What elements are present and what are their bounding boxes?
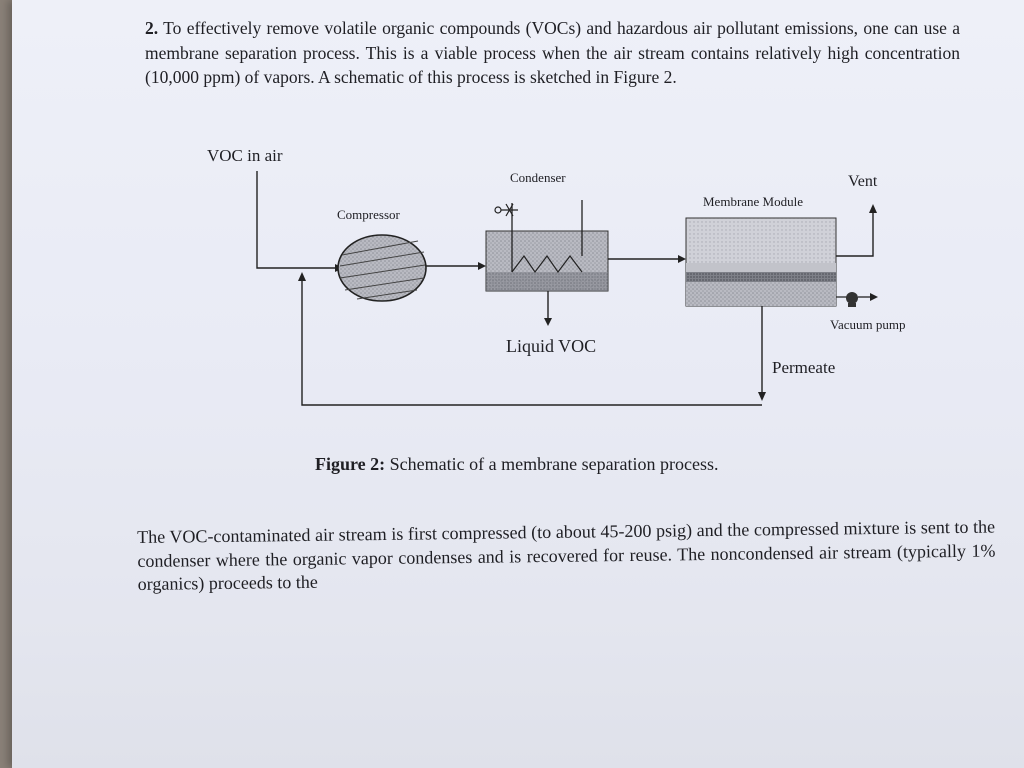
recycle-line — [301, 281, 762, 406]
arrow-into-membrane — [678, 255, 686, 263]
document-page: 2. To effectively remove volatile organi… — [12, 0, 1024, 768]
valve-icon — [494, 203, 518, 217]
condenser-unit — [485, 200, 609, 292]
membrane-module-label: Membrane Module — [703, 194, 803, 209]
figure-caption-text: Schematic of a membrane separation proce… — [385, 454, 719, 474]
process-schematic: VOC in air Compressor Condenser Membrane… — [207, 146, 905, 406]
voc-in-air-label: VOC in air — [207, 146, 283, 165]
question-text-block: 2. To effectively remove volatile organi… — [145, 16, 960, 90]
condenser-label: Condenser — [510, 170, 566, 185]
question-body: To effectively remove volatile organic c… — [145, 18, 961, 87]
compressor-unit — [337, 234, 427, 302]
arrow-into-condenser — [478, 262, 486, 270]
arrow-permeate — [758, 392, 766, 401]
vacuum-pump-label: Vacuum pump — [830, 317, 905, 332]
arrow-liquid-voc — [544, 318, 552, 326]
question-number: 2. — [145, 18, 159, 38]
vent-label: Vent — [848, 173, 878, 190]
vent-line — [836, 213, 874, 257]
feed-line — [256, 171, 335, 269]
membrane-module-unit — [685, 217, 837, 307]
vacuum-pump-icon — [846, 292, 878, 307]
compressor-label: Compressor — [337, 207, 401, 222]
body-paragraph: The VOC-contaminated air stream is first… — [137, 516, 996, 594]
arrow-recycle — [298, 272, 306, 281]
liquid-voc-label: Liquid VOC — [506, 336, 596, 356]
figure-number: Figure 2: — [315, 454, 386, 474]
arrow-vent — [869, 204, 877, 213]
figure-caption: Figure 2: Schematic of a membrane separa… — [315, 454, 719, 475]
permeate-label: Permeate — [772, 358, 835, 377]
